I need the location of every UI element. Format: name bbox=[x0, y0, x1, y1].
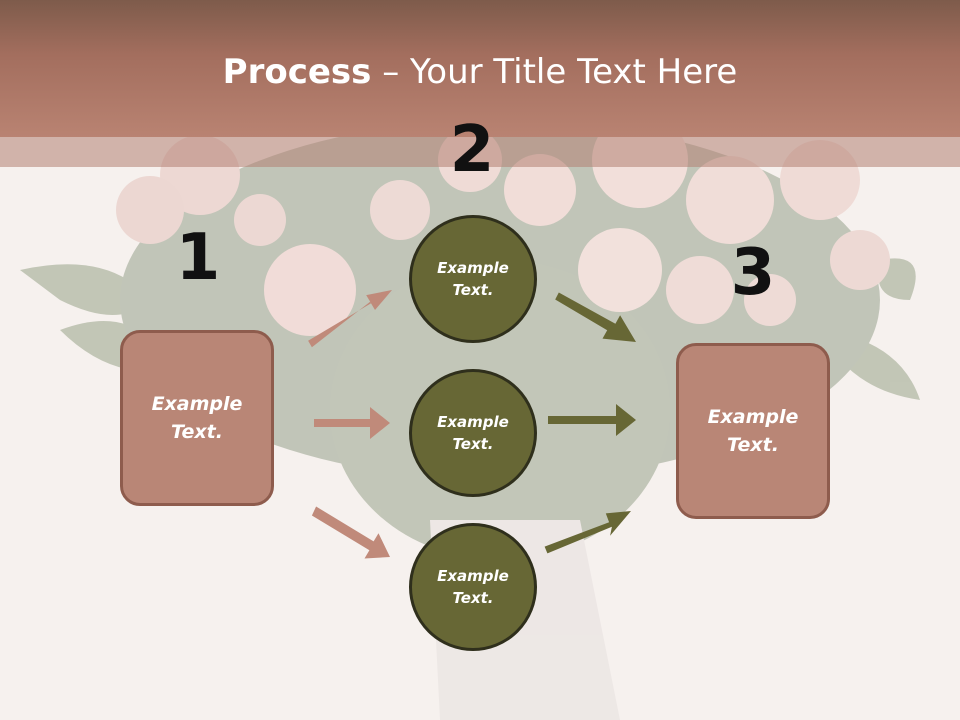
step-2-circle-top: Example Text. bbox=[409, 215, 537, 343]
arrow-1-to-2-bottom bbox=[311, 506, 390, 559]
step-2-circle-bottom: Example Text. bbox=[409, 523, 537, 651]
step-2-circle-bottom-text: Example Text. bbox=[437, 566, 509, 608]
title-banner bbox=[0, 0, 960, 137]
arrow-1-to-2-middle bbox=[314, 407, 390, 439]
title-separator: – bbox=[382, 52, 400, 92]
page-title: Process – Your Title Text Here bbox=[0, 52, 960, 92]
title-text: Your Title Text Here bbox=[410, 52, 738, 92]
title-bold: Process bbox=[222, 52, 372, 92]
step-2-circle-top-text: Example Text. bbox=[437, 258, 509, 300]
step-number-3: 3 bbox=[730, 236, 776, 310]
arrow-1-to-2-top bbox=[308, 290, 392, 348]
arrow-2-to-3-middle bbox=[548, 404, 636, 436]
step-3-box: Example Text. bbox=[676, 343, 830, 519]
arrow-2-to-3-top bbox=[555, 292, 636, 342]
title-banner-strip bbox=[0, 137, 960, 167]
step-number-1: 1 bbox=[175, 221, 221, 295]
step-3-text: Example Text. bbox=[707, 405, 799, 457]
step-2-circle-middle: Example Text. bbox=[409, 369, 537, 497]
step-number-2: 2 bbox=[449, 113, 495, 187]
step-1-box: Example Text. bbox=[120, 330, 274, 506]
step-2-circle-middle-text: Example Text. bbox=[437, 412, 509, 454]
arrow-2-to-3-bottom bbox=[544, 511, 631, 554]
step-1-text: Example Text. bbox=[151, 392, 243, 444]
